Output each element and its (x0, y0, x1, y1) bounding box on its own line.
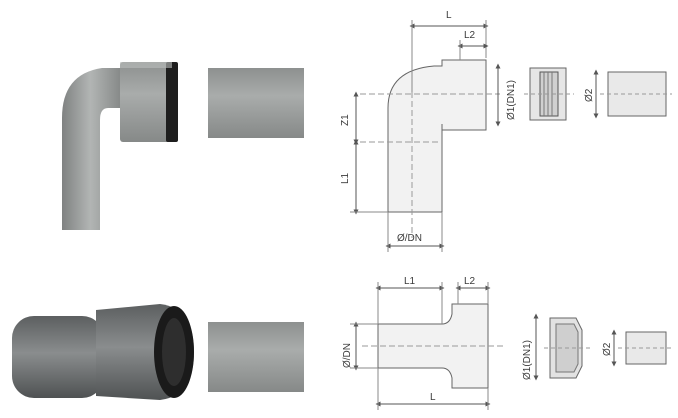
seal-drawing-bottom (544, 317, 590, 379)
elbow-socket-inner-label: Ø1(DN1) (506, 80, 517, 120)
reducer-technical-drawing (350, 282, 539, 410)
straight-pipe-photo (208, 68, 304, 138)
elbow-dn-label: Ø/DN (397, 233, 422, 244)
reducer-l2-label: L2 (464, 276, 476, 287)
reducer-fitting-photo (12, 304, 194, 400)
reducer-l1-label: L1 (404, 276, 416, 287)
elbow-fitting-photo (62, 62, 178, 230)
pipe-end-bottom-diameter-label: Ø2 (602, 342, 613, 356)
elbow-outline (387, 59, 487, 213)
elbow-technical-drawing (350, 20, 501, 252)
elbow-socket-seal (166, 62, 178, 142)
elbow-z1-label: Z1 (340, 114, 351, 126)
elbow-socket (120, 62, 172, 142)
elbow-body (62, 68, 125, 230)
reducer-dn-label: Ø/DN (342, 343, 353, 368)
elbow-l2-label: L2 (464, 30, 476, 41)
pipe-end-diameter-label: Ø2 (584, 88, 595, 102)
straight-pipe-photo-bottom (208, 322, 304, 392)
seal-ring-drawing (524, 67, 574, 121)
reducer-pipe-body (12, 316, 104, 398)
elbow-l1-label: L1 (340, 172, 351, 184)
reducer-l-label: L (430, 392, 436, 403)
reducer-socket-inner-label: Ø1(DN1) (522, 340, 533, 380)
pipe-end-drawing-bottom (611, 329, 672, 367)
elbow-l-label: L (446, 10, 452, 21)
pipe-end-drawing (593, 69, 672, 119)
